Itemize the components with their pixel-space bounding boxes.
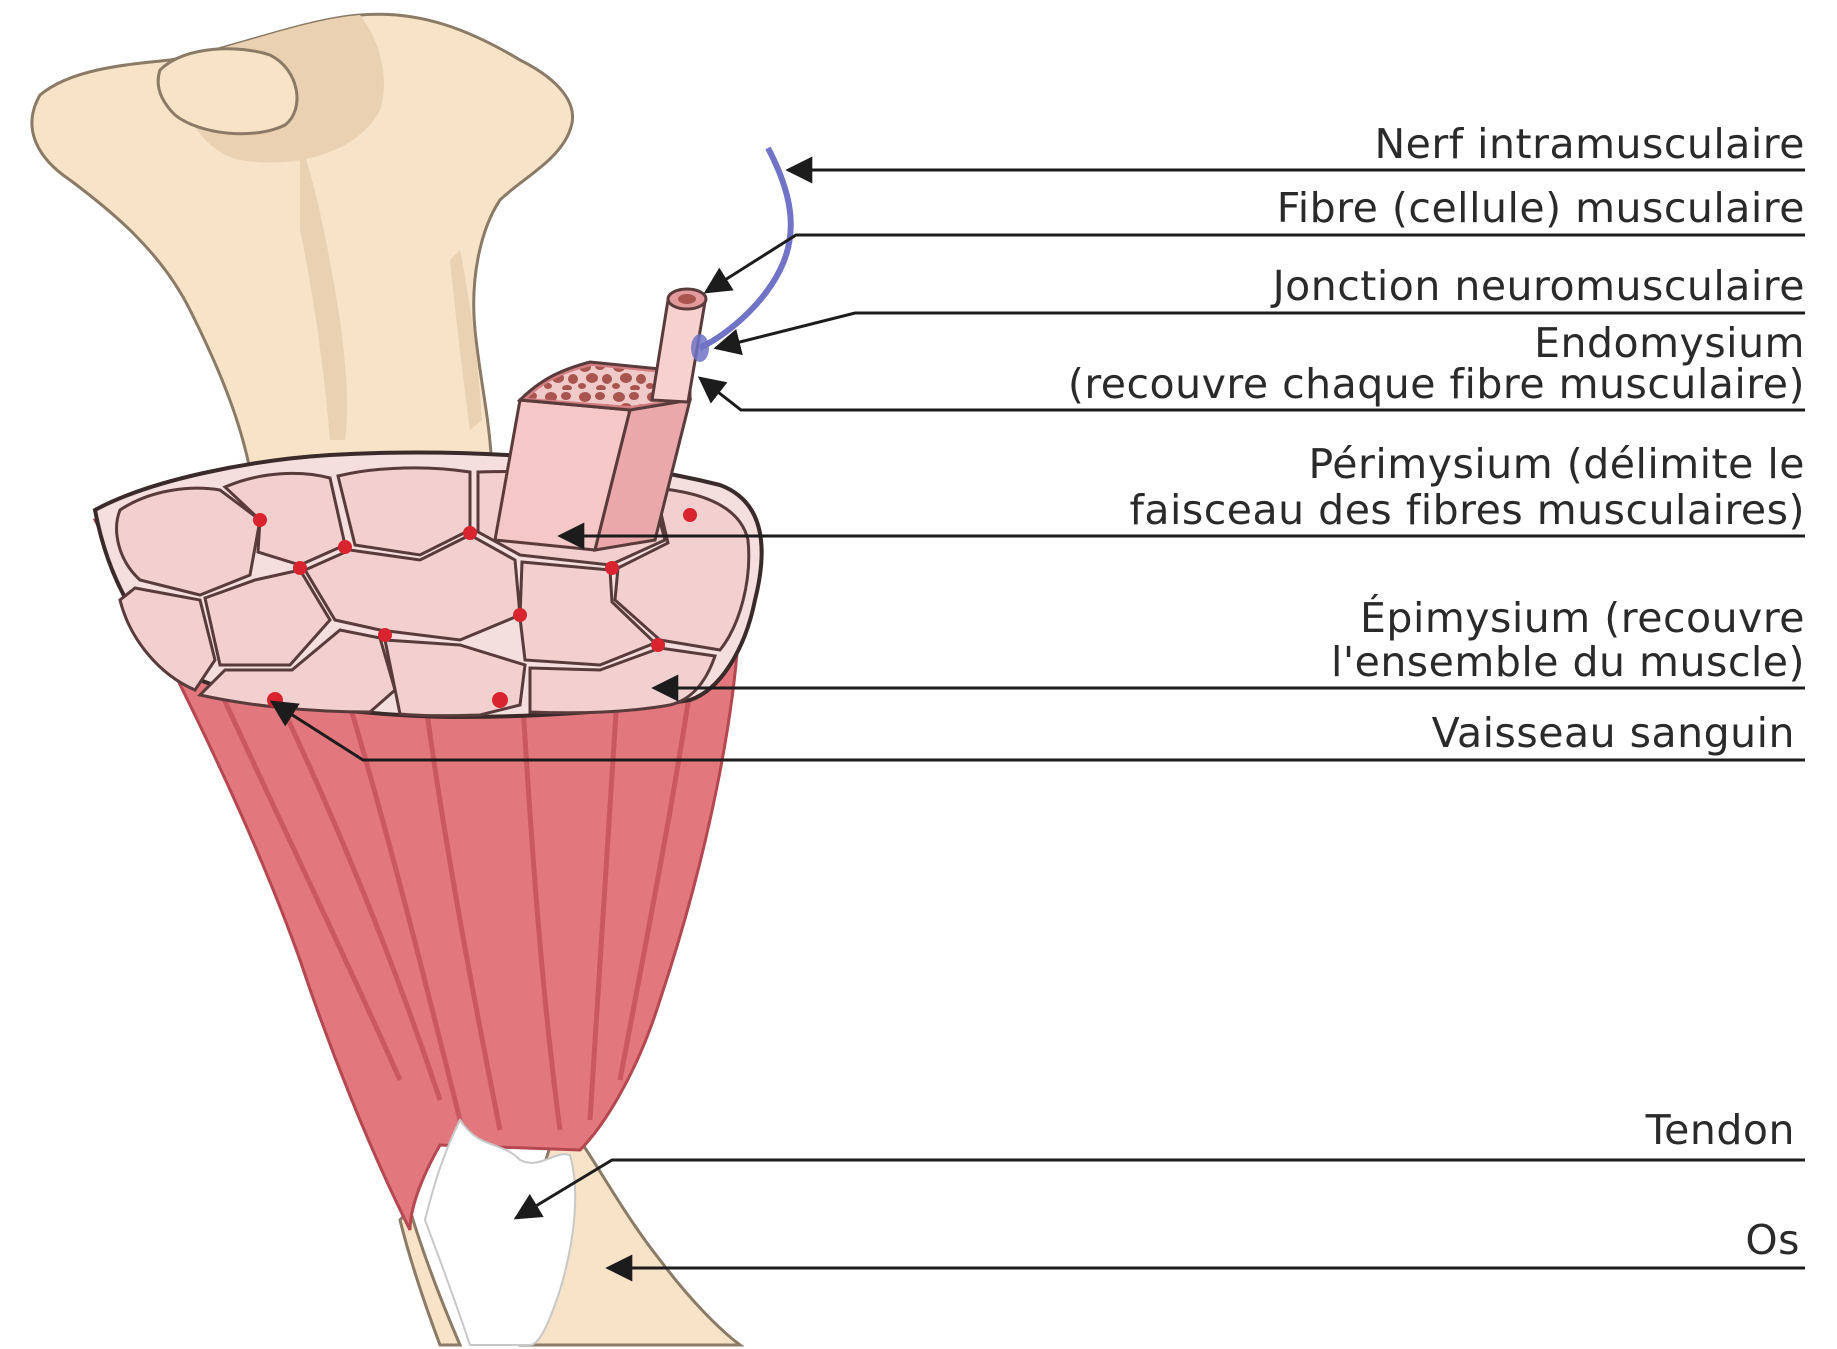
label-os: Os [1745,1216,1800,1264]
label-tendon: Tendon [1645,1106,1795,1154]
label-jonction-neuromusculaire: Jonction neuromusculaire [1270,262,1805,310]
label-nerf-intramusculaire: Nerf intramusculaire [1374,120,1805,168]
label-perimysium-line1: Périmysium (délimite le [1309,440,1805,488]
label-epimysium-line2: l'ensemble du muscle) [1331,638,1805,686]
label-vaisseau-sanguin: Vaisseau sanguin [1432,709,1795,757]
label-epimysium-line1: Épimysium (recouvre [1360,594,1805,642]
upper-bone [32,14,573,470]
labels: Nerf intramusculaire Fibre (cellule) mus… [1068,120,1805,1264]
label-endomysium-line2: (recouvre chaque fibre musculaire) [1068,360,1805,408]
label-perimysium-line2: faisceau des fibres musculaires) [1129,486,1805,534]
label-fibre-musculaire: Fibre (cellule) musculaire [1277,184,1805,232]
